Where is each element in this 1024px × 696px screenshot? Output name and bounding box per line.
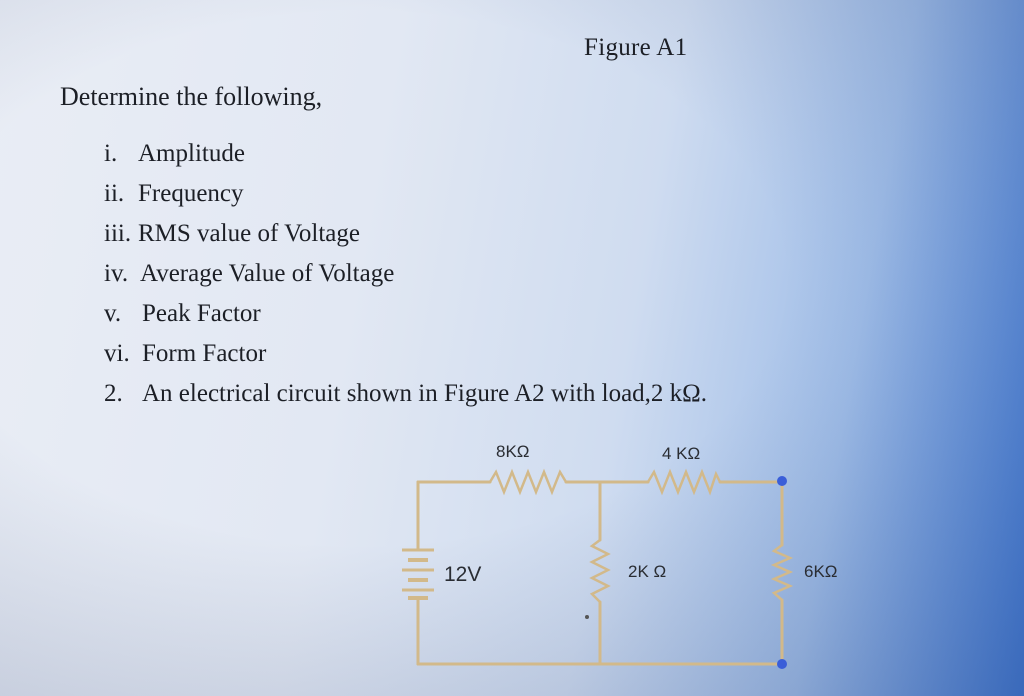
- item-text: RMS value of Voltage: [138, 220, 360, 247]
- item-number: vi.: [104, 340, 130, 367]
- battery-12v-symbol: [402, 548, 434, 600]
- resistor-6k-symbol: [770, 544, 794, 601]
- junction-dot: [585, 615, 589, 619]
- item-number: v.: [104, 300, 122, 327]
- item-text: Form Factor: [142, 340, 267, 367]
- terminal-dot-top: [777, 476, 787, 486]
- resistor-6k-label: 6KΩ: [804, 562, 838, 581]
- resistor-4k-label: 4 KΩ: [662, 444, 701, 463]
- item-text: Peak Factor: [142, 300, 261, 327]
- list-item: vi. Form Factor: [104, 340, 266, 368]
- list-item: ii. Frequency: [104, 180, 244, 208]
- question-intro: Determine the following,: [60, 82, 323, 111]
- circuit-wires: [416, 480, 784, 666]
- resistor-8k-label: 8KΩ: [496, 442, 530, 461]
- item-text: Amplitude: [138, 140, 245, 167]
- resistor-2k-label: 2K Ω: [628, 562, 667, 581]
- item-text: Average Value of Voltage: [140, 260, 395, 287]
- list-item: iv. Average Value of Voltage: [104, 260, 394, 288]
- item-number: i.: [104, 140, 118, 167]
- item-number: iii.: [104, 220, 132, 247]
- resistor-8k-symbol: [488, 468, 568, 496]
- list-item: 2. An electrical circuit shown in Figure …: [104, 380, 707, 408]
- item-number: 2.: [104, 380, 123, 407]
- item-text: Frequency: [138, 180, 244, 207]
- source-voltage-label: 12V: [444, 563, 482, 586]
- list-item: iii.RMS value of Voltage: [104, 220, 360, 248]
- list-item: v. Peak Factor: [104, 300, 261, 328]
- list-item: i. Amplitude: [104, 140, 245, 168]
- terminal-dot-bottom: [777, 659, 787, 669]
- item-number: ii.: [104, 180, 125, 207]
- item-text: An electrical circuit shown in Figure A2…: [142, 380, 707, 407]
- resistor-4k-symbol: [646, 468, 722, 496]
- item-number: iv.: [104, 260, 129, 287]
- resistor-2k-symbol: [589, 539, 611, 603]
- figure-title: Figure A1: [584, 34, 688, 61]
